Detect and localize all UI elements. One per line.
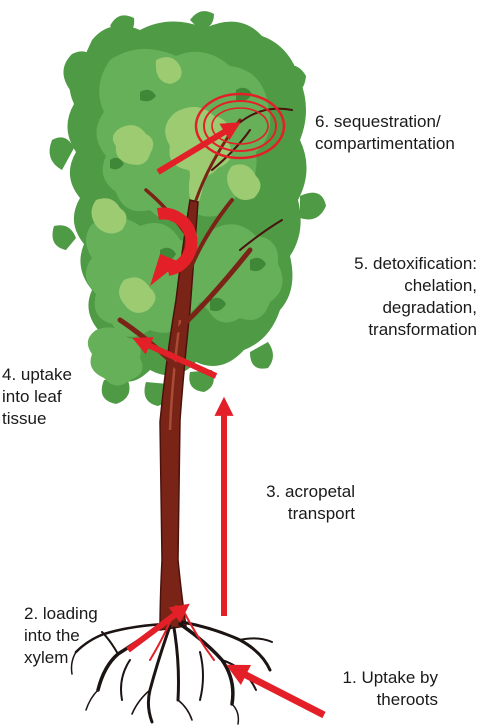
label-sequestration: 6. sequestration/ compartimentation bbox=[315, 111, 455, 155]
label-uptake-leaf-line-2: into leaf bbox=[2, 386, 72, 408]
label-sequestration-line-2: compartimentation bbox=[315, 133, 455, 155]
label-loading-xylem: 2. loading into the xylem bbox=[24, 603, 98, 669]
roots bbox=[72, 622, 273, 724]
label-uptake-roots: 1. Uptake by theroots bbox=[343, 667, 438, 711]
label-detoxification-line-4: transformation bbox=[354, 319, 477, 341]
label-uptake-leaf: 4. uptake into leaf tissue bbox=[2, 364, 72, 430]
label-acropetal-transport-line-1: 3. acropetal bbox=[266, 481, 355, 503]
label-uptake-leaf-line-3: tissue bbox=[2, 408, 72, 430]
label-detoxification-line-3: degradation, bbox=[354, 297, 477, 319]
label-detoxification: 5. detoxification: chelation, degradatio… bbox=[354, 253, 477, 341]
label-uptake-leaf-line-1: 4. uptake bbox=[2, 364, 72, 386]
label-uptake-roots-line-1: 1. Uptake by bbox=[343, 667, 438, 689]
label-acropetal-transport-line-2: transport bbox=[266, 503, 355, 525]
label-detoxification-line-2: chelation, bbox=[354, 275, 477, 297]
label-detoxification-line-1: 5. detoxification: bbox=[354, 253, 477, 275]
label-uptake-roots-line-2: theroots bbox=[343, 689, 438, 711]
label-sequestration-line-1: 6. sequestration/ bbox=[315, 111, 455, 133]
arrow-uptake-roots bbox=[244, 674, 324, 715]
label-loading-xylem-line-2: into the bbox=[24, 625, 98, 647]
canopy bbox=[50, 11, 326, 406]
label-acropetal-transport: 3. acropetal transport bbox=[266, 481, 355, 525]
label-loading-xylem-line-3: xylem bbox=[24, 647, 98, 669]
label-loading-xylem-line-1: 2. loading bbox=[24, 603, 98, 625]
